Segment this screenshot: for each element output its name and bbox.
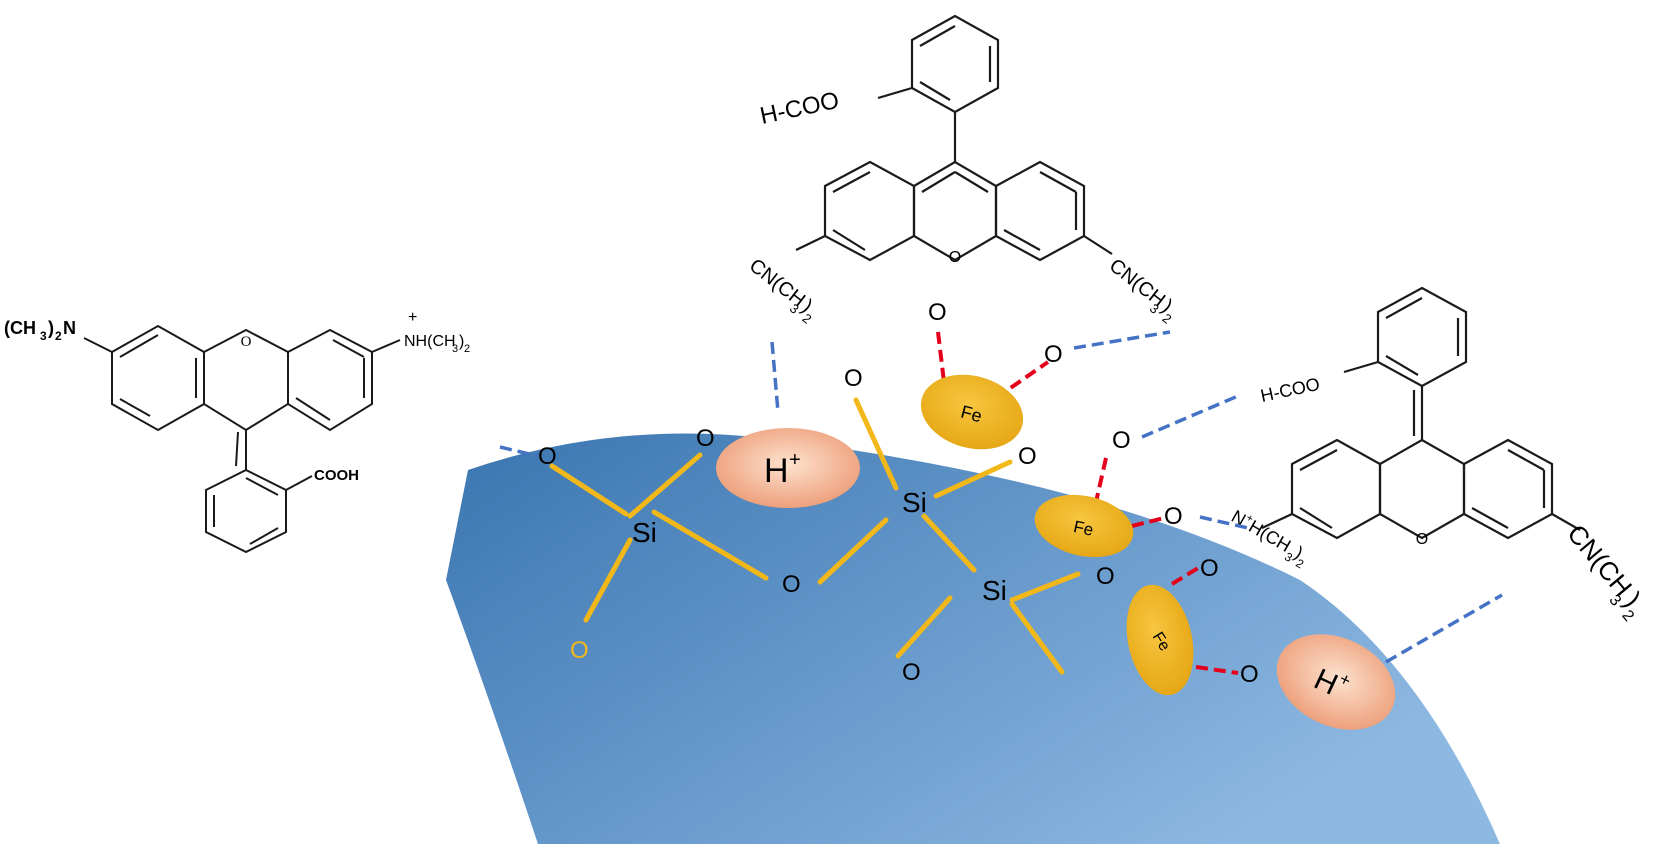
svg-text:2: 2 — [55, 329, 62, 343]
oxygen-atom: O — [1164, 503, 1183, 530]
oxygen-atom: O — [696, 425, 715, 452]
proton-1: H + — [716, 428, 860, 508]
svg-text:+: + — [408, 309, 417, 326]
svg-text:3: 3 — [40, 329, 47, 343]
svg-text:CN(CH: CN(CH — [1561, 519, 1638, 602]
oxygen-atom: O — [1112, 427, 1131, 454]
svg-text:): ) — [459, 333, 464, 350]
svg-text:H: H — [764, 452, 789, 490]
oxygen-atom: O — [1240, 661, 1259, 688]
oxygen-atom: O — [902, 659, 921, 686]
proton-2: H + — [1276, 634, 1396, 730]
silica-surface — [446, 433, 1500, 844]
top-ring-oxygen-label: O — [949, 249, 961, 266]
oxygen-atom: O — [928, 299, 947, 326]
svg-text:2: 2 — [464, 343, 470, 355]
oxygen-atom: O — [844, 365, 863, 392]
fe-atom-3: Fe — [1126, 584, 1194, 696]
svg-text:(CH: (CH — [4, 318, 36, 338]
left-rhodamine-molecule — [83, 324, 401, 554]
oxygen-atom: O — [1200, 555, 1219, 582]
svg-text:): ) — [48, 318, 54, 338]
top-cn-left-label: CN(CH 3 ) 2 — [745, 255, 817, 327]
left-nh-group-label: + NH(CH 3 ) 2 — [404, 309, 470, 355]
svg-text:3: 3 — [452, 343, 458, 355]
svg-text:2: 2 — [1618, 607, 1637, 625]
oxygen-atom: O — [538, 443, 557, 470]
oxygen-atom: O — [1018, 443, 1037, 470]
top-cn-right-label: CN(CH 3 ) 2 — [1105, 255, 1177, 327]
oxygen-atom: O — [1044, 341, 1063, 368]
left-n-group-label: (CH 3 ) 2 N — [4, 318, 76, 343]
oxygen-atoms: O O O O O O O O O O O O O — [538, 299, 1259, 688]
fe-atom-2: Fe — [1034, 494, 1134, 558]
svg-text:H(CH: H(CH — [1245, 516, 1294, 556]
right-ring-oxygen-label: O — [1416, 531, 1428, 548]
si-atom-1: Si — [632, 517, 657, 548]
svg-text:Fe: Fe — [1072, 517, 1095, 540]
top-rhodamine-molecule — [795, 14, 1113, 262]
oxygen-atom-yellow: O — [570, 637, 589, 664]
si-atom-3: Si — [982, 575, 1007, 606]
svg-text:+: + — [789, 449, 801, 471]
svg-text:NH(CH: NH(CH — [404, 333, 456, 350]
si-atom-2: Si — [902, 487, 927, 518]
svg-text:N: N — [63, 318, 76, 338]
svg-text:+: + — [1244, 512, 1256, 526]
top-hcoo-label: H-COO — [758, 87, 842, 130]
left-cooh-label: COOH — [314, 467, 359, 484]
left-ring-oxygen-label: O — [241, 334, 252, 350]
fe-atom-1: Fe — [920, 374, 1024, 450]
right-rhodamine-molecule — [1261, 286, 1581, 540]
si-o-bonds — [549, 397, 1081, 675]
right-cn-label: CN(CH 3 ) 2 — [1561, 519, 1647, 625]
hydrogen-bonds — [499, 330, 1503, 664]
oxygen-atom: O — [1096, 563, 1115, 590]
right-hcoo-label: H-COO — [1259, 374, 1322, 406]
oxygen-atom: O — [782, 571, 801, 598]
